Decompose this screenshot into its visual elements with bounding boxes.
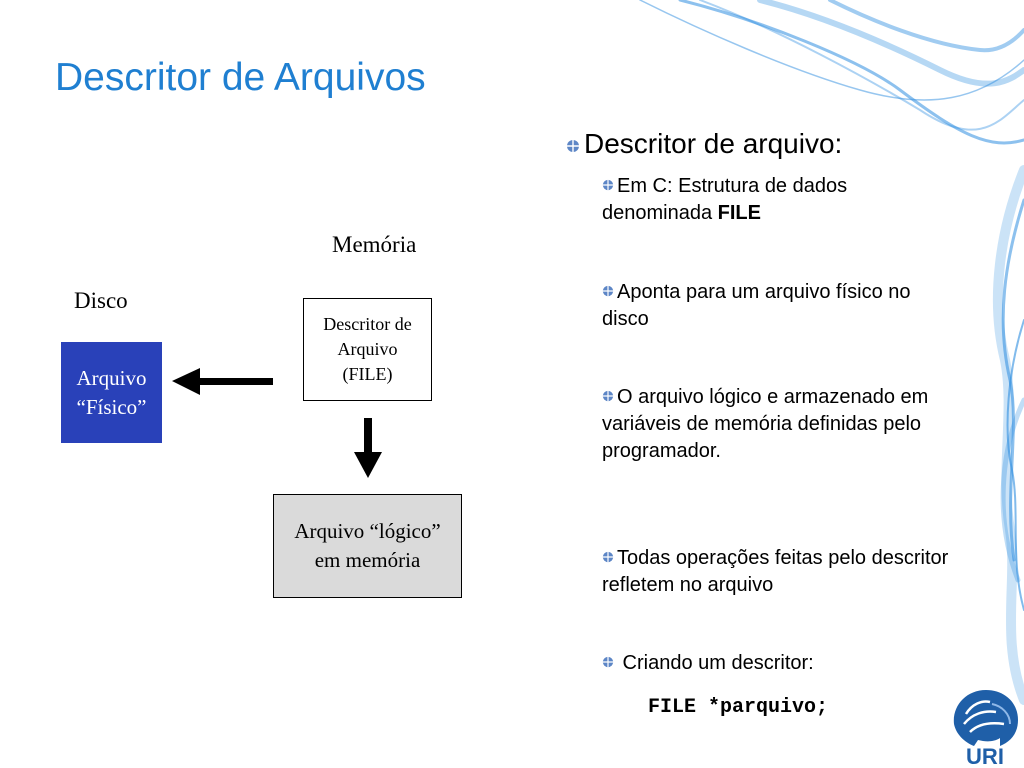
arquivo-fisico-line2: “Físico” (76, 394, 147, 419)
bullet-item-3-text: O arquivo lógico e armazenado em variáve… (602, 386, 929, 462)
arquivo-fisico-line1: Arquivo (76, 365, 147, 390)
logo-text: URI (966, 744, 1004, 768)
bullet-globe-icon (567, 140, 579, 152)
bullet-globe-icon (602, 656, 614, 668)
arrow-left (172, 368, 273, 395)
bullet-item-1-text: Em C: Estrutura de dados denominada (602, 175, 848, 224)
uri-logo: URI (953, 690, 1018, 768)
bullet-item-2-text: Aponta para um arquivo físico no disco (602, 281, 911, 330)
slide-title: Descritor de Arquivos (55, 56, 426, 99)
bullet-item-5-text: Criando um descritor: (617, 652, 814, 674)
memoria-label: Memória (332, 232, 417, 257)
bullet-main-text: Descritor de arquivo: (584, 128, 843, 159)
bullet-item-2: Aponta para um arquivo físico no disco (602, 279, 962, 333)
bullet-item-4-text: Todas operações feitas pelo descritor re… (602, 547, 949, 596)
bullet-globe-icon (602, 179, 614, 191)
descritor-line2: Arquivo (337, 339, 398, 359)
bullet-item-1-bold: FILE (717, 202, 761, 224)
bullet-item-3: O arquivo lógico e armazenado em variáve… (602, 384, 962, 465)
descritor-line3: (FILE) (342, 364, 393, 384)
arquivo-logico-box: Arquivo “lógico” em memória (273, 494, 462, 598)
bullet-item-1: Em C: Estrutura de dados denominada FILE (602, 173, 962, 227)
arrow-down (354, 418, 382, 478)
bullet-item-5: Criando um descritor: (602, 650, 962, 677)
bullet-globe-icon (602, 551, 614, 563)
arquivo-logico-line2: em memória (314, 548, 421, 572)
descritor-line1: Descritor de (323, 314, 412, 334)
disco-label: Disco (74, 288, 128, 313)
bullet-globe-icon (602, 285, 614, 297)
arquivo-fisico-box: Arquivo “Físico” (61, 342, 162, 443)
bullet-panel: Descritor de arquivo: Em C: Estrutura de… (566, 128, 966, 674)
code-snippet: FILE *parquivo; (648, 696, 829, 719)
bullet-main: Descritor de arquivo: (566, 128, 966, 160)
bullet-globe-icon (602, 390, 614, 402)
bullet-item-4: Todas operações feitas pelo descritor re… (602, 545, 962, 599)
arquivo-logico-line1: Arquivo “lógico” (294, 519, 441, 543)
descritor-box: Descritor de Arquivo (FILE) (303, 298, 432, 401)
